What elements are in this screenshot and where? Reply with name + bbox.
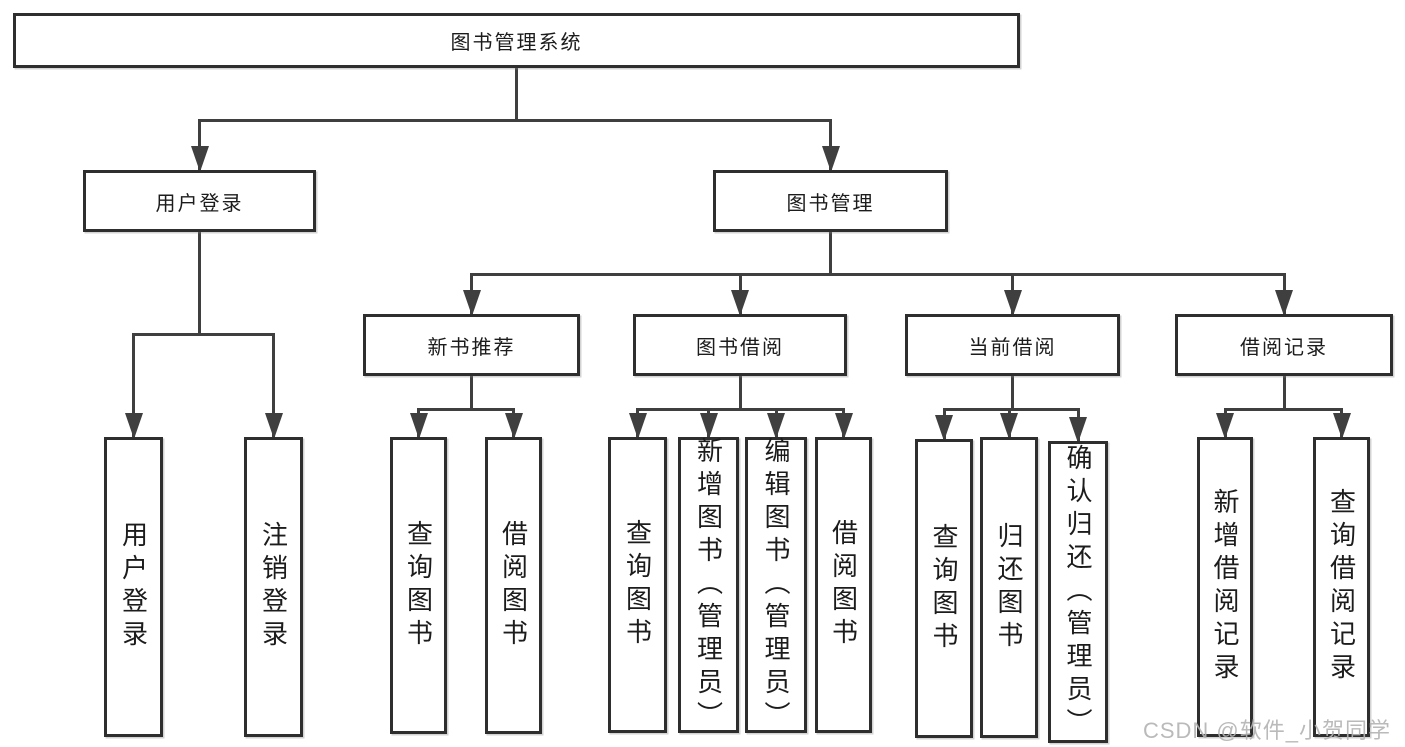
connector-arrowhead — [264, 413, 283, 439]
connector-segment — [470, 376, 473, 408]
node-label-v-add-record: 新增借阅记录 — [1210, 488, 1240, 686]
node-book-borrow: 图书借阅 — [633, 314, 847, 376]
connector-arrowhead — [699, 413, 718, 439]
node-label-book-borrow: 图书借阅 — [696, 336, 784, 359]
watermark: CSDN @软件_小贺同学 — [1142, 718, 1391, 743]
node-label-v-edit-book: 编辑图书（管理员） — [761, 436, 791, 734]
connector-segment — [636, 408, 845, 411]
connector-segment — [738, 376, 742, 408]
connector-segment — [272, 333, 275, 437]
connector-arrowhead — [1003, 290, 1022, 316]
connector-segment — [515, 68, 518, 119]
connector-arrowhead — [1000, 413, 1018, 439]
connector-arrowhead — [409, 413, 428, 439]
node-label-user-login: 用户登录 — [155, 192, 244, 215]
connector-segment — [470, 273, 1286, 276]
node-label-v-borrow-book-1: 借阅图书 — [498, 519, 529, 652]
connector-arrowhead — [462, 290, 481, 316]
node-borrow-records: 借阅记录 — [1175, 314, 1393, 376]
node-v-return-book: 归还图书 — [980, 437, 1038, 738]
connector-segment — [198, 232, 201, 333]
node-label-v-user-login: 用户登录 — [118, 521, 149, 653]
connector-arrowhead — [834, 413, 853, 439]
connector-arrowhead — [628, 413, 647, 439]
node-current-borrow: 当前借阅 — [905, 314, 1120, 376]
node-label-v-confirm-return: 确认归还（管理员） — [1063, 443, 1093, 741]
node-label-new-book-rec: 新书推荐 — [427, 336, 516, 359]
connector-segment — [1223, 408, 1343, 411]
node-v-confirm-return: 确认归还（管理员） — [1048, 441, 1108, 743]
node-label-v-query-book-3: 查询图书 — [929, 522, 959, 655]
node-book-mgmt: 图书管理 — [713, 170, 948, 232]
connector-segment — [942, 408, 1080, 411]
connector-arrowhead — [821, 146, 840, 172]
node-label-v-borrow-book-2: 借阅图书 — [828, 519, 859, 651]
connector-arrowhead — [1216, 413, 1234, 439]
connector-segment — [198, 119, 201, 170]
node-v-borrow-book-1: 借阅图书 — [485, 437, 542, 734]
connector-segment — [132, 333, 135, 437]
node-label-v-return-book: 归还图书 — [994, 521, 1024, 654]
connector-arrowhead — [190, 146, 209, 172]
connector-segment — [829, 119, 832, 170]
node-label-v-query-record: 查询借阅记录 — [1326, 488, 1357, 686]
connector-arrowhead — [935, 415, 953, 441]
node-label-v-add-book: 新增图书（管理员） — [693, 436, 724, 734]
connector-segment — [829, 232, 832, 273]
node-v-add-record: 新增借阅记录 — [1197, 437, 1253, 737]
node-v-user-login: 用户登录 — [104, 437, 163, 737]
node-v-logout: 注销登录 — [244, 437, 303, 737]
connector-segment — [417, 408, 515, 411]
node-user-login: 用户登录 — [83, 170, 316, 232]
connector-arrowhead — [1275, 290, 1293, 316]
connector-segment — [132, 333, 275, 336]
node-label-book-mgmt: 图书管理 — [786, 192, 875, 215]
node-label-root: 图书管理系统 — [450, 32, 583, 54]
connector-arrowhead — [504, 413, 523, 439]
connector-segment — [198, 119, 832, 122]
node-root: 图书管理系统 — [13, 13, 1020, 68]
node-v-borrow-book-2: 借阅图书 — [815, 437, 872, 733]
node-v-edit-book: 编辑图书（管理员） — [745, 436, 807, 734]
connector-arrowhead — [767, 413, 785, 439]
connector-arrowhead — [731, 290, 749, 316]
node-new-book-rec: 新书推荐 — [363, 314, 580, 376]
connector-segment — [1011, 376, 1014, 408]
connector-arrowhead — [1069, 417, 1087, 443]
node-label-v-query-book-2: 查询图书 — [622, 519, 653, 651]
node-v-query-book-2: 查询图书 — [608, 437, 667, 733]
node-label-current-borrow: 当前借阅 — [968, 336, 1057, 359]
connector-arrowhead — [124, 413, 143, 439]
node-label-v-logout: 注销登录 — [258, 521, 289, 653]
node-v-add-book: 新增图书（管理员） — [678, 436, 739, 734]
node-v-query-record: 查询借阅记录 — [1313, 437, 1370, 737]
connector-arrowhead — [1332, 413, 1351, 439]
node-label-borrow-records: 借阅记录 — [1240, 336, 1328, 359]
node-v-query-book-1: 查询图书 — [390, 437, 447, 734]
connector-segment — [1282, 376, 1286, 408]
node-label-v-query-book-1: 查询图书 — [403, 519, 434, 652]
node-v-query-book-3: 查询图书 — [915, 439, 973, 738]
